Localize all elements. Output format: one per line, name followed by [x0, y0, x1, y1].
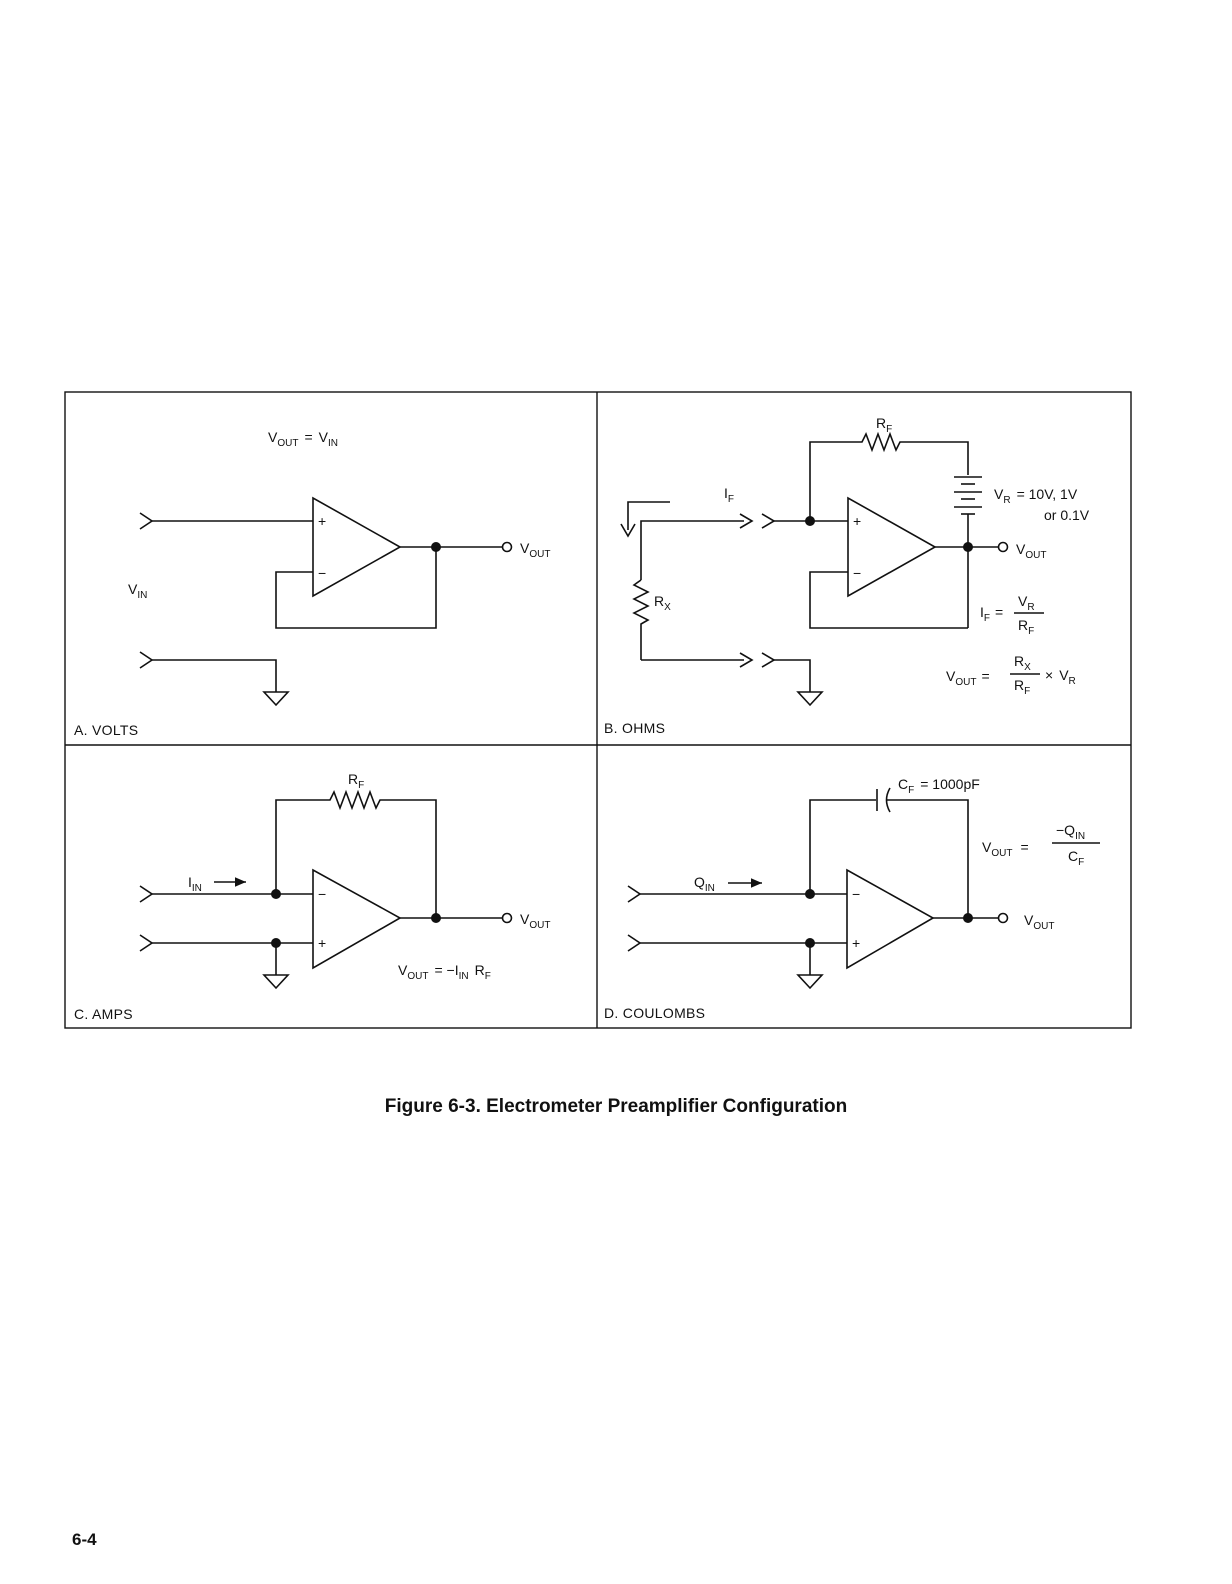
output-node-coulombs [963, 913, 973, 923]
input-node-ohms [805, 516, 815, 526]
panel-ohms: RF VR= 10V, 1V or 0.1V IF [604, 415, 1090, 736]
opamp-coulombs-minus: − [852, 886, 860, 902]
qin-label: QIN [694, 874, 715, 894]
input-node-amps [271, 889, 281, 899]
rx-wire-top [641, 521, 744, 580]
ground-wire-volts [152, 660, 276, 692]
vr-values-line2: or 0.1V [1044, 507, 1090, 523]
input-terminal-top [140, 513, 152, 529]
vin-label: VIN [128, 581, 147, 601]
eq-if-denominator: RF [1018, 617, 1034, 637]
vr-label: VR= 10V, 1V [994, 486, 1078, 506]
input-terminal-top [628, 886, 640, 902]
ground-icon [264, 975, 288, 988]
rf-label-amps: RF [348, 771, 364, 791]
feedback-wire-volts [276, 547, 436, 628]
eq-coulombs-denominator: CF [1068, 848, 1084, 868]
panel-volts: VOUT=VIN + − VOUT VIN A. VOLTS [74, 429, 550, 738]
eq-vout-denominator: RF [1014, 677, 1030, 697]
output-terminal-coulombs [999, 914, 1008, 923]
eq-vout-lhs: VOUT= [946, 668, 990, 688]
input-terminal-bottom [140, 935, 152, 951]
vout-label-ohms: VOUT [1016, 541, 1046, 561]
vout-label-volts: VOUT [520, 540, 550, 560]
panel-label-amps: C. AMPS [74, 1006, 133, 1022]
feedback-loop-ohms [810, 572, 968, 628]
input-terminal-bottom [140, 652, 152, 668]
vout-label-coulombs: VOUT [1024, 912, 1054, 932]
rx-resistor-icon [634, 580, 648, 660]
eq-vout-times-vr: ×VR [1045, 667, 1076, 687]
if-label: IF [724, 485, 734, 505]
output-node-ohms [963, 542, 973, 552]
output-terminal-volts [503, 543, 512, 552]
opamp-volts-minus: − [318, 565, 326, 581]
ground-icon [264, 692, 288, 705]
output-node-amps [431, 913, 441, 923]
output-terminal-amps [503, 914, 512, 923]
feedback-resistor-amps [276, 792, 436, 917]
opamp-ohms-minus: − [853, 565, 861, 581]
ground-icon [798, 692, 822, 705]
panel-label-ohms: B. OHMS [604, 720, 665, 736]
input-terminal-bottom [628, 935, 640, 951]
arrow-terminal-bottom-2 [762, 653, 774, 667]
eq-coulombs-lhs: VOUT= [982, 839, 1029, 859]
opamp-amps-plus: + [318, 935, 326, 951]
opamp-amps [313, 870, 400, 968]
opamp-ohms-plus: + [853, 513, 861, 529]
figure-caption: Figure 6-3. Electrometer Preamplifier Co… [0, 1096, 1232, 1118]
panel-coulombs: CF= 1000pF QIN − + VOUT VOUT= −QIN C [604, 776, 1100, 1021]
feedback-wire-coulombs-left [810, 800, 876, 893]
opamp-coulombs [847, 870, 933, 968]
eq-vout-numerator: RX [1014, 653, 1031, 673]
iin-label: IIN [188, 874, 202, 894]
opamp-amps-minus: − [318, 886, 326, 902]
opamp-volts-plus: + [318, 513, 326, 529]
rx-label: RX [654, 593, 671, 613]
panel-label-volts: A. VOLTS [74, 722, 138, 738]
eq-if-numerator: VR [1018, 593, 1035, 613]
page-number: 6-4 [72, 1530, 97, 1550]
input-terminal-top [140, 886, 152, 902]
ground-icon [798, 975, 822, 988]
eq-if-lhs: IF= [980, 604, 1003, 624]
opamp-coulombs-plus: + [852, 935, 860, 951]
battery-icon [954, 477, 982, 514]
panel-label-coulombs: D. COULOMBS [604, 1005, 705, 1021]
arrow-terminal-top-2 [762, 514, 774, 528]
output-terminal-ohms [999, 543, 1008, 552]
vout-label-amps: VOUT [520, 911, 550, 931]
eq-coulombs-numerator: −QIN [1056, 822, 1085, 842]
cf-label: CF= 1000pF [898, 776, 980, 796]
input-node-coulombs [805, 889, 815, 899]
figure-frame [65, 392, 1131, 1028]
feedback-wire-ohms [810, 434, 968, 519]
ground-wire-ohms [774, 660, 810, 692]
volts-equation: VOUT=VIN [268, 429, 338, 449]
rf-label-ohms: RF [876, 415, 892, 435]
